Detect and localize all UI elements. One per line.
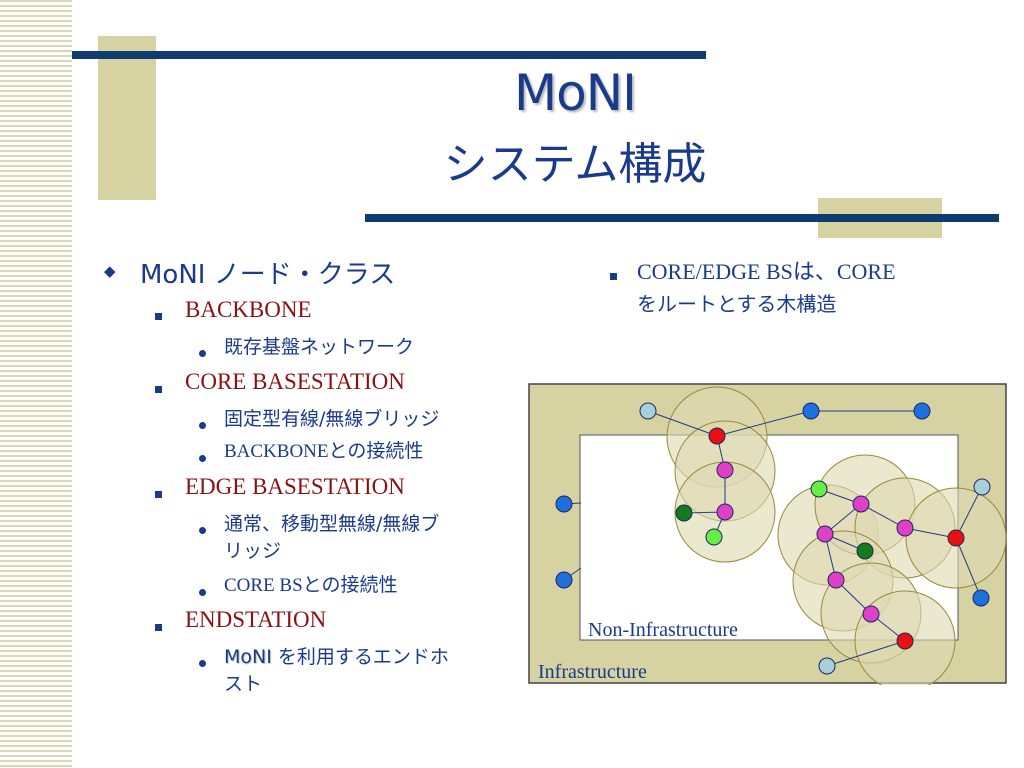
end-node	[675, 504, 693, 522]
endstation-desc-rest: を利用するエンドホ	[271, 646, 449, 668]
dot-bullet-icon	[199, 660, 206, 667]
backbone-node	[555, 495, 573, 513]
end-node	[852, 495, 870, 513]
core-bs-node	[818, 657, 836, 675]
list-heading-moni: MoNI	[140, 260, 206, 290]
end-node	[716, 461, 734, 479]
list-heading-rest: ノード・クラス	[205, 260, 396, 290]
link	[955, 537, 982, 599]
edge-bs-node	[896, 632, 914, 650]
end-node	[705, 528, 723, 546]
backbone-desc: 既存基盤ネットワーク	[224, 336, 415, 358]
end-node	[816, 525, 834, 543]
square-bullet-icon	[610, 273, 617, 280]
backbone-node	[972, 589, 990, 607]
edge-desc-2: CORE BSとの接続性	[224, 575, 398, 596]
title-tan-block-left	[98, 36, 156, 200]
link	[647, 410, 718, 437]
list-heading: MoNI ノード・クラス	[140, 254, 395, 291]
tree-structure-text-2: をルートとする木構造	[637, 292, 837, 316]
square-bullet-icon	[155, 313, 162, 320]
decorative-stripes	[0, 0, 72, 768]
edge-desc-1b: リッジ	[224, 540, 282, 562]
dot-bullet-icon	[199, 350, 206, 357]
backbone-node	[913, 402, 931, 420]
dot-bullet-icon	[199, 455, 206, 462]
end-node	[827, 571, 845, 589]
link	[904, 527, 957, 539]
non-infrastructure-label: Non-Infrastructure	[588, 619, 738, 641]
link	[826, 640, 906, 667]
dot-bullet-icon	[199, 422, 206, 429]
square-bullet-icon	[155, 624, 162, 631]
network-diagram: Non-Infrastructure Infrastructure	[528, 383, 1007, 685]
dot-bullet-icon	[199, 527, 206, 534]
backbone-node	[802, 402, 820, 420]
slide-subtitle: システム構成	[443, 139, 707, 190]
infrastructure-label: Infrastructure	[538, 661, 647, 683]
square-bullet-icon	[155, 491, 162, 498]
diamond-bullet-icon: ◆	[104, 262, 116, 280]
nodes	[555, 402, 991, 675]
core-desc-2: BACKBONEとの接続性	[224, 441, 424, 462]
tree-structure-text-1: CORE/EDGE BSは、CORE	[637, 259, 896, 284]
edge-bs-node	[947, 529, 965, 547]
end-node	[716, 503, 734, 521]
title-bottom-bar	[365, 214, 999, 222]
core-bs-node	[639, 402, 657, 420]
slide-title: MoNI	[514, 64, 637, 122]
class-core-basestation: CORE BASESTATION	[185, 369, 405, 394]
end-node	[810, 480, 828, 498]
end-node	[856, 542, 874, 560]
endstation-moni: MoNI	[224, 646, 272, 668]
class-edge-basestation: EDGE BASESTATION	[185, 474, 405, 499]
core-desc-1: 固定型有線/無線ブリッジ	[224, 408, 440, 430]
end-node	[896, 519, 914, 537]
class-endstation: ENDSTATION	[185, 607, 327, 632]
edge-bs-node	[708, 427, 726, 445]
end-node	[862, 605, 880, 623]
title-top-bar	[72, 51, 706, 59]
core-bs-node	[973, 478, 991, 496]
backbone-node	[555, 571, 573, 589]
class-backbone: BACKBONE	[185, 297, 312, 322]
endstation-desc-1: MoNI を利用するエンドホ	[224, 643, 449, 671]
link	[955, 486, 983, 539]
edge-desc-1a: 通常、移動型無線/無線ブ	[224, 513, 440, 535]
link	[716, 410, 812, 437]
endstation-desc-2: スト	[224, 673, 263, 695]
dot-bullet-icon	[199, 589, 206, 596]
square-bullet-icon	[155, 386, 162, 393]
